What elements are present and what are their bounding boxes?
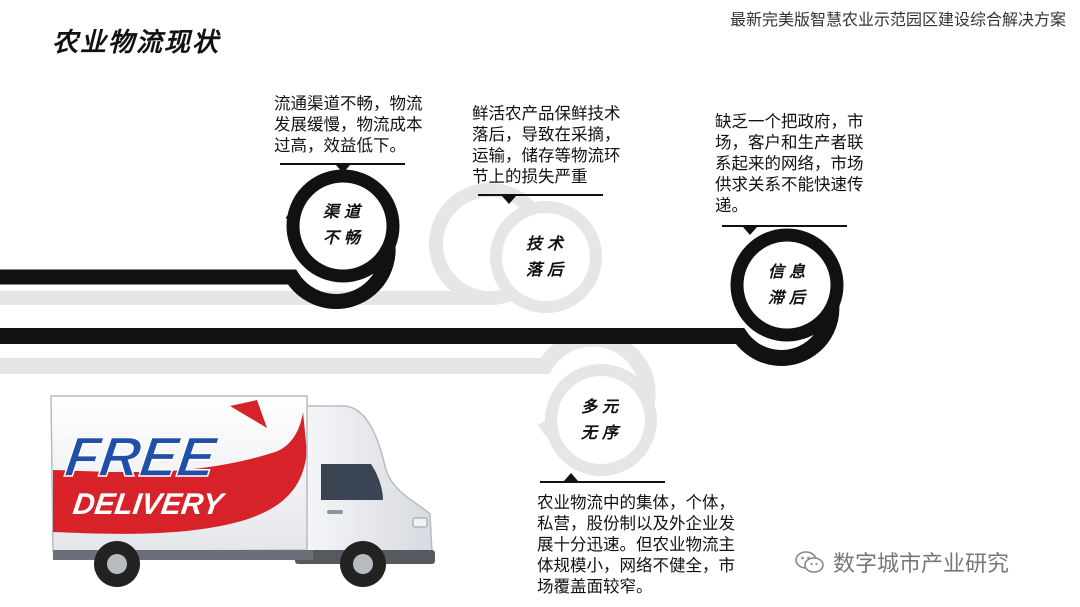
circle-label-3: 信息 滞后 [767,262,810,307]
page-title: 农业物流现状 [52,28,221,58]
circle-label-1: 渠道 不畅 [322,202,365,247]
circle-ring-3 [730,228,844,342]
circle-ring-2 [490,201,602,313]
description-3: 缺乏一个把政府，市 场，客户和生产者联 系起来的网络，市场 供求关系不能快速传 … [715,112,864,215]
truck-windshield [321,464,383,500]
delivery-truck-illustration: FREE DELIVERY [50,395,435,587]
watermark: 数字城市产业研究 [795,546,1009,578]
description-2: 鲜活农产品保鲜技术 落后，导致在采摘， 运输，储存等物流环 节上的损失严重 [472,104,621,186]
truck-front-hub [353,554,373,574]
truck-text-delivery: DELIVERY [71,488,228,521]
circle-ring-4 [545,364,657,476]
pointer-arrow-2 [502,196,516,204]
pointer-line-1 [280,163,405,165]
description-4: 农业物流中的集体，个体， 私营，股份制以及外企业发 展十分迅速。但农业物流主 体… [537,493,735,596]
truck-red-swoosh [53,412,307,534]
document-title: 最新完美版智慧农业示范园区建设综合解决方案 [729,10,1066,29]
truck-headlight [412,517,428,528]
circle-ring-1 [286,169,400,283]
pointer-arrow-1 [336,165,350,173]
truck-text-free: FREE [62,425,222,488]
truck-door-handle [327,510,343,514]
description-1: 流通渠道不畅，物流 发展缓慢，物流成本 过高，效益低下。 [274,94,423,155]
watermark-text: 数字城市产业研究 [833,552,1010,577]
pointer-arrow-4 [564,473,578,481]
pointer-line-2 [478,194,603,196]
pointer-line-3 [722,225,847,227]
pointer-arrow-3 [743,227,757,235]
truck-red-tip [230,400,267,428]
truck-rear-hub [107,554,127,574]
circle-label-4: 多元 无序 [580,397,623,442]
truck-underbody [53,550,313,560]
circle-label-2: 技术 落后 [525,234,568,279]
pointer-line-4 [540,481,665,483]
wechat-icon [795,551,824,573]
